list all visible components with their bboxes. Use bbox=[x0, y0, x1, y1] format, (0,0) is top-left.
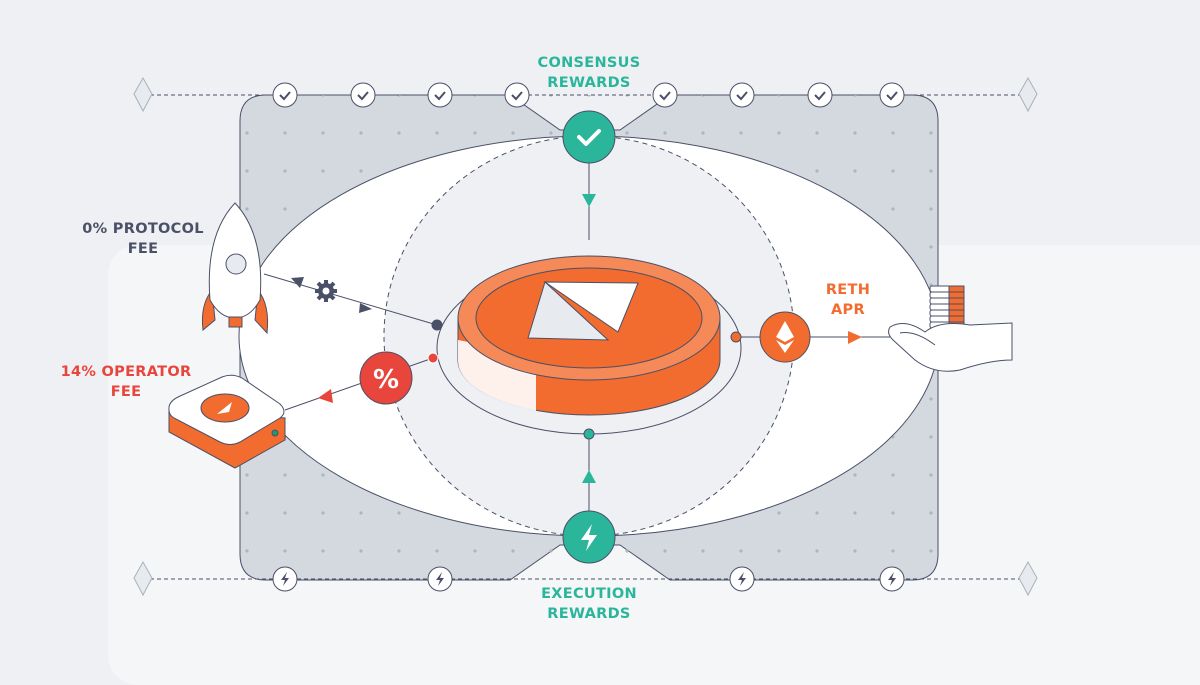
rocket-icon bbox=[201, 202, 269, 335]
bolt-icon bbox=[427, 566, 453, 592]
execution-label: REWARDS bbox=[547, 606, 630, 622]
consensus-label: CONSENSUS bbox=[538, 55, 641, 71]
node-dot bbox=[427, 352, 439, 364]
check-icon bbox=[879, 82, 905, 108]
check-icon bbox=[807, 82, 833, 108]
arrow-down-icon bbox=[582, 194, 596, 207]
check-icon bbox=[652, 82, 678, 108]
node-dot bbox=[431, 319, 443, 331]
node-dot bbox=[583, 428, 595, 440]
execution-bolt-icon bbox=[562, 510, 616, 564]
coin-stack-item bbox=[929, 315, 965, 323]
coin-stack-item bbox=[929, 309, 965, 317]
arrow-up-icon bbox=[582, 470, 596, 483]
gear-icon bbox=[315, 280, 337, 302]
check-icon bbox=[504, 82, 530, 108]
bolt-icon bbox=[879, 566, 905, 592]
arrow-right-icon bbox=[848, 331, 862, 344]
rewards-diagram: % CONSENSUS REWARDS EXECUTION REWARDS 0%… bbox=[61, 55, 1038, 622]
svg-text:%: % bbox=[373, 365, 399, 395]
protocol-fee-label: 0% PROTOCOL bbox=[82, 221, 204, 237]
ethereum-apr-icon bbox=[759, 311, 811, 363]
node-dot bbox=[730, 331, 742, 343]
consensus-label: REWARDS bbox=[547, 75, 630, 91]
percent-icon: % bbox=[359, 351, 413, 405]
check-icon bbox=[427, 82, 453, 108]
node-box-icon bbox=[168, 374, 286, 469]
coin-stack-item bbox=[929, 291, 965, 299]
protocol-fee-label: FEE bbox=[128, 241, 159, 257]
coin-stack-item bbox=[929, 285, 965, 293]
coin-stack-item bbox=[929, 303, 965, 311]
hand-coins-icon bbox=[888, 285, 1013, 372]
operator-fee-label: FEE bbox=[111, 384, 142, 400]
reth-apr-label: APR bbox=[831, 302, 865, 318]
check-icon bbox=[729, 82, 755, 108]
operator-fee-label: 14% OPERATOR bbox=[61, 364, 192, 380]
reth-apr-label: RETH bbox=[826, 282, 870, 298]
arrow-left-icon bbox=[318, 389, 333, 403]
coin-stack-item bbox=[929, 297, 965, 305]
bolt-icon bbox=[729, 566, 755, 592]
bolt-icon bbox=[272, 566, 298, 592]
ethereum-icon bbox=[133, 76, 1038, 597]
execution-label: EXECUTION bbox=[541, 586, 637, 602]
consensus-check-icon bbox=[562, 110, 616, 164]
reth-coin bbox=[457, 255, 721, 416]
check-icon bbox=[350, 82, 376, 108]
check-icon bbox=[272, 82, 298, 108]
